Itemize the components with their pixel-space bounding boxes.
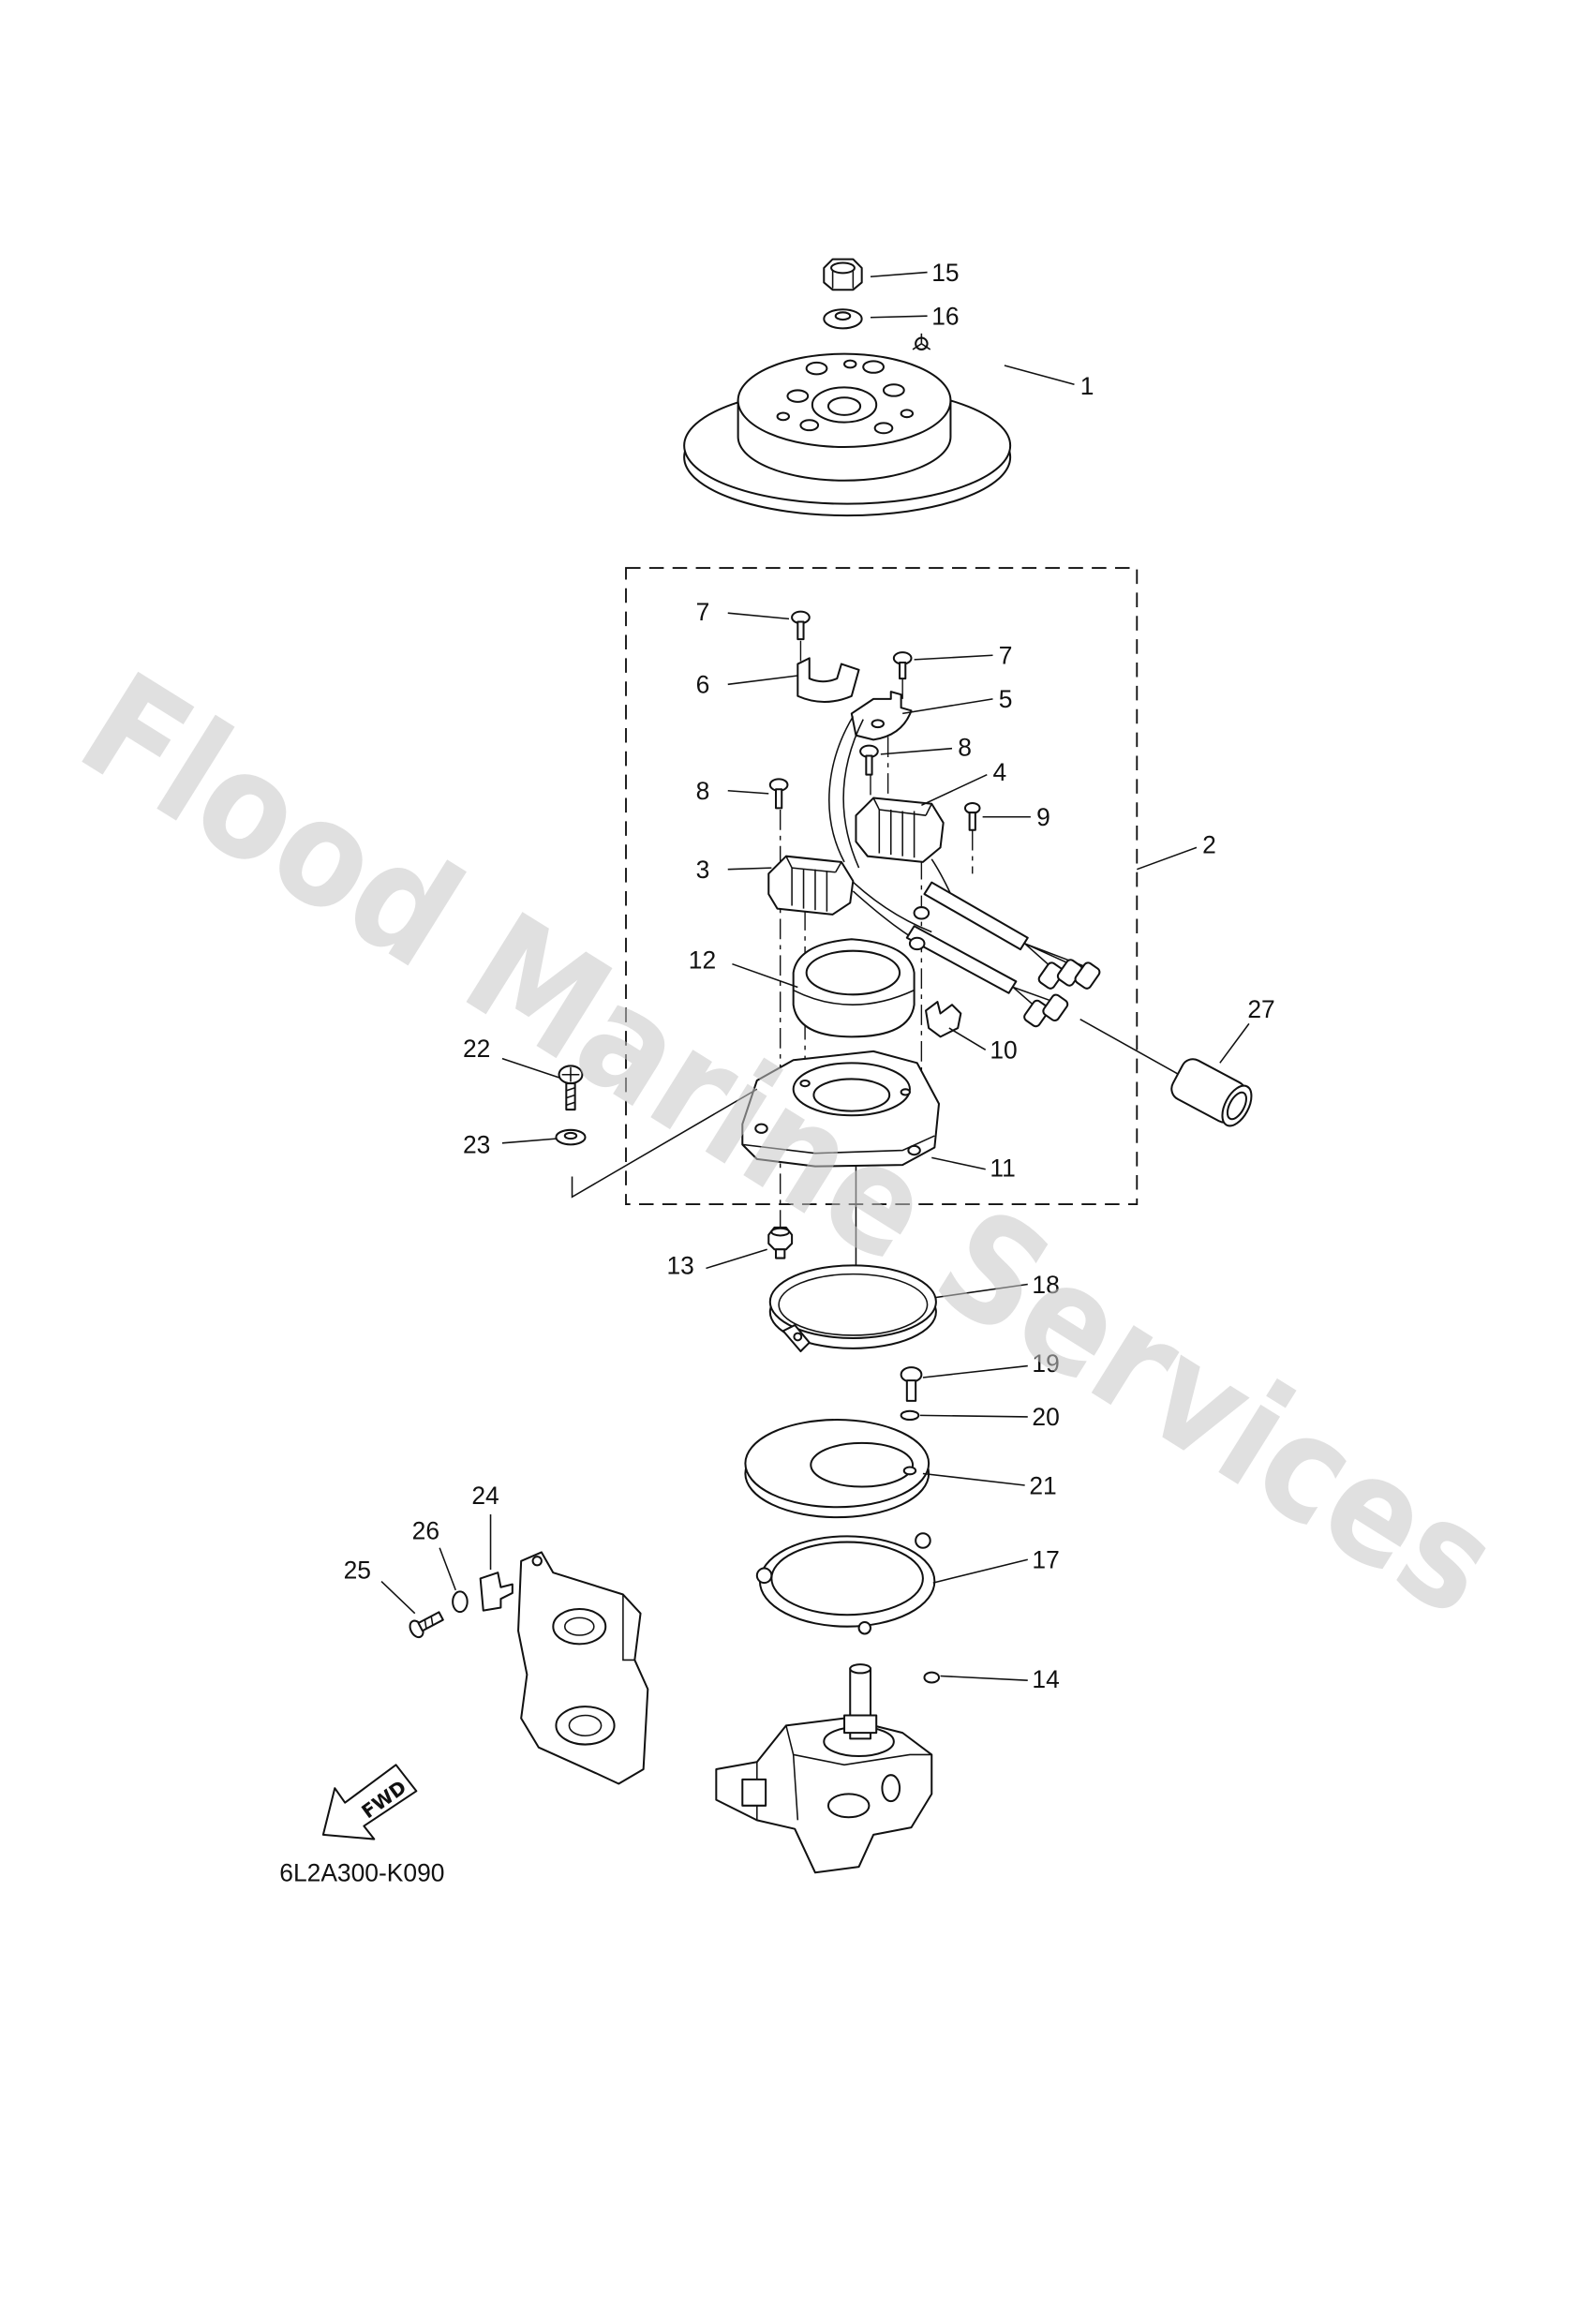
callout-8-right: 8 <box>958 733 972 761</box>
callout-10: 10 <box>990 1036 1017 1065</box>
bolt-13 <box>767 1226 794 1259</box>
callout-labels: 15 16 1 7 7 6 5 8 8 4 9 2 3 12 27 10 22 … <box>344 259 1275 1693</box>
connector-terminals <box>1023 959 1101 1028</box>
callout-20: 20 <box>1032 1403 1059 1431</box>
washer-20 <box>900 1409 920 1422</box>
bolt-19 <box>900 1366 923 1402</box>
leader-lines <box>380 271 1250 1681</box>
wire-clip-10 <box>925 1001 962 1038</box>
bracket-6 <box>796 657 860 703</box>
screw-7-upper <box>791 610 811 641</box>
callout-19: 19 <box>1032 1349 1059 1378</box>
callout-5: 5 <box>999 685 1013 713</box>
screw-8-left <box>768 778 789 810</box>
stator-collar-12 <box>792 938 916 1038</box>
crankshaft <box>843 1663 878 1740</box>
callout-26: 26 <box>412 1516 439 1544</box>
callout-22: 22 <box>463 1035 490 1063</box>
callout-4: 4 <box>992 758 1006 786</box>
base-plate-11 <box>741 1050 941 1168</box>
callout-6: 6 <box>696 671 710 699</box>
screw-22 <box>558 1065 584 1111</box>
washer-26 <box>452 1590 469 1614</box>
callout-14: 14 <box>1032 1665 1059 1693</box>
pulser-coil-3 <box>767 855 855 916</box>
callout-2: 2 <box>1202 831 1216 859</box>
logo-icon <box>912 333 931 350</box>
pulser-coil-bracket <box>850 691 913 741</box>
cap-reference-line <box>1079 1019 1180 1076</box>
callout-12: 12 <box>689 946 716 974</box>
callout-24: 24 <box>471 1482 499 1510</box>
callout-3: 3 <box>696 856 710 884</box>
woodruff-key-14 <box>923 1671 941 1684</box>
screw-9 <box>963 801 981 831</box>
callout-18: 18 <box>1032 1271 1059 1299</box>
gasket-17 <box>755 1532 936 1635</box>
callout-8-left: 8 <box>696 777 710 805</box>
callout-15: 15 <box>931 259 959 287</box>
side-bracket-block <box>517 1551 649 1785</box>
callout-1: 1 <box>1080 372 1094 400</box>
wire-harness <box>905 881 1087 1008</box>
retaining-ring-18 <box>768 1264 937 1353</box>
flywheel-washer <box>823 308 863 330</box>
ground-lead-line <box>571 1088 758 1199</box>
screw-7-right <box>892 651 913 680</box>
callout-17: 17 <box>1032 1546 1059 1574</box>
forward-direction-arrow: FWD <box>321 1764 418 1840</box>
callout-16: 16 <box>931 303 959 331</box>
washer-23 <box>555 1128 587 1146</box>
stator-assembly-box <box>625 567 1139 1205</box>
callout-23: 23 <box>463 1131 490 1159</box>
callout-13: 13 <box>667 1252 694 1280</box>
callout-9: 9 <box>1036 803 1050 831</box>
callout-21: 21 <box>1029 1471 1056 1499</box>
screw-8-right <box>859 744 879 776</box>
flywheel <box>683 333 1012 517</box>
callout-7-right: 7 <box>999 642 1013 670</box>
retainer-plate-21 <box>744 1419 930 1519</box>
flywheel-nut <box>823 258 863 291</box>
charge-coil-4 <box>855 797 945 863</box>
screw-25 <box>409 1611 444 1639</box>
callout-25: 25 <box>344 1556 371 1584</box>
callout-7-upper: 7 <box>696 598 710 626</box>
power-head-block <box>715 1717 933 1874</box>
cap-27 <box>1170 1058 1253 1127</box>
ground-bracket-24 <box>479 1572 514 1612</box>
callout-11: 11 <box>990 1155 1015 1183</box>
part-code: 6L2A300-K090 <box>279 1859 444 1887</box>
callout-27: 27 <box>1247 995 1274 1023</box>
